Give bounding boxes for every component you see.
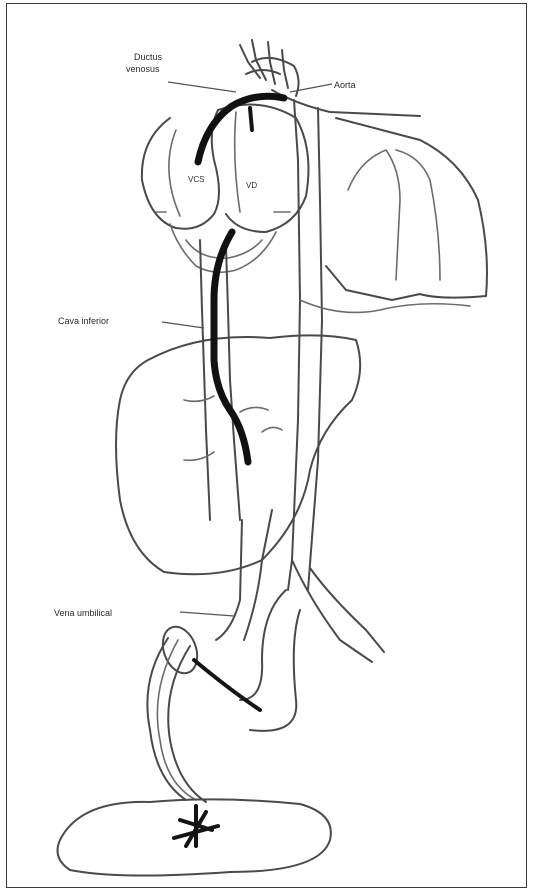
label-leaders [162,82,332,616]
label-vena-umbilical: Vena umbilical [54,608,112,618]
lung [300,118,487,312]
label-ductus-venosus-line1: Ductus [134,52,163,62]
inferior-vena-cava [184,232,282,520]
umbilical-vein [216,510,272,640]
great-vessels [240,40,420,116]
label-vd: VD [246,181,257,190]
label-ductus-venosus-line2: venosus [126,64,160,74]
umbilical-arteries [240,560,384,731]
label-vcs: VCS [188,175,204,184]
descending-aorta [288,100,322,590]
label-cava-inferior: Cava inferior [58,316,109,326]
umbilicus [157,622,260,710]
liver [116,335,360,574]
placenta [58,799,331,875]
label-aorta: Aorta [334,80,356,90]
ductus-arteriosus-path [198,96,284,162]
